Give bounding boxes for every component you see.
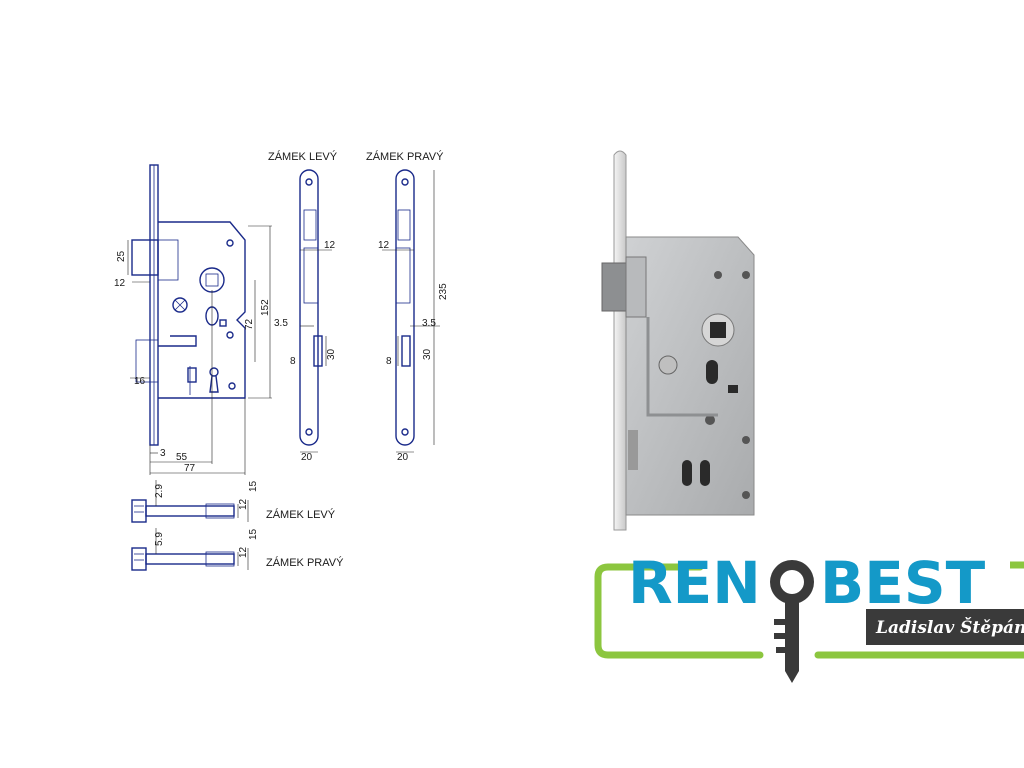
dim-12-key1: 12 bbox=[238, 498, 249, 510]
dim-20-right: 20 bbox=[397, 452, 409, 463]
dim-15-key1: 15 bbox=[248, 480, 259, 492]
label-zamek-levy-bottom: ZÁMEK LEVÝ bbox=[266, 508, 336, 521]
lock-technical-drawing: 25 12 16 152 72 3 55 77 ZÁMEK LEVÝ 12 3.… bbox=[114, 150, 449, 571]
dim-12-left: 12 bbox=[324, 240, 336, 251]
label-zamek-pravy-bottom: ZÁMEK PRAVÝ bbox=[266, 556, 344, 569]
lock-photo bbox=[601, 150, 755, 531]
dim-235: 235 bbox=[438, 283, 449, 300]
dim-8-left: 8 bbox=[290, 356, 296, 367]
dim-12: 12 bbox=[114, 278, 126, 289]
faceplate-left bbox=[299, 169, 323, 446]
dim-72: 72 bbox=[244, 318, 255, 330]
dim-5-9: 5.9 bbox=[154, 532, 165, 546]
dim-30-left: 30 bbox=[326, 348, 337, 360]
label-zamek-levy-top: ZÁMEK LEVÝ bbox=[268, 150, 338, 163]
dim-25: 25 bbox=[116, 250, 127, 262]
renobest-logo: REN BEST Ladislav Štěpán bbox=[594, 549, 1024, 683]
faceplate-right bbox=[395, 169, 415, 446]
key-drawing-left bbox=[131, 499, 235, 523]
dim-152: 152 bbox=[260, 299, 271, 316]
logo-frame bbox=[594, 563, 1024, 659]
dim-12-right: 12 bbox=[378, 240, 390, 251]
dim-8-right: 8 bbox=[386, 356, 392, 367]
label-zamek-pravy-top: ZÁMEK PRAVÝ bbox=[366, 150, 444, 163]
dim-20-left: 20 bbox=[301, 452, 313, 463]
key-drawing-right bbox=[131, 547, 235, 571]
dim-2-9: 2.9 bbox=[154, 484, 165, 498]
body-dimensions bbox=[127, 225, 272, 475]
brand-part2: BEST bbox=[820, 549, 986, 617]
dim-12-key2: 12 bbox=[238, 546, 249, 558]
brand-part1: REN bbox=[628, 549, 761, 617]
dim-15-key2: 15 bbox=[248, 528, 259, 540]
key-icon bbox=[770, 560, 814, 683]
lock-body-drawing bbox=[131, 164, 246, 446]
dim-55: 55 bbox=[176, 452, 188, 463]
dim-3-5-right: 3.5 bbox=[422, 318, 436, 329]
owner-banner bbox=[866, 609, 1024, 645]
dim-3: 3 bbox=[160, 448, 166, 459]
dim-30-right: 30 bbox=[422, 348, 433, 360]
dim-3-5-left: 3.5 bbox=[274, 318, 288, 329]
dim-77: 77 bbox=[184, 463, 196, 474]
dim-16: 16 bbox=[134, 376, 146, 387]
owner-name: Ladislav Štěpán bbox=[875, 617, 1024, 638]
